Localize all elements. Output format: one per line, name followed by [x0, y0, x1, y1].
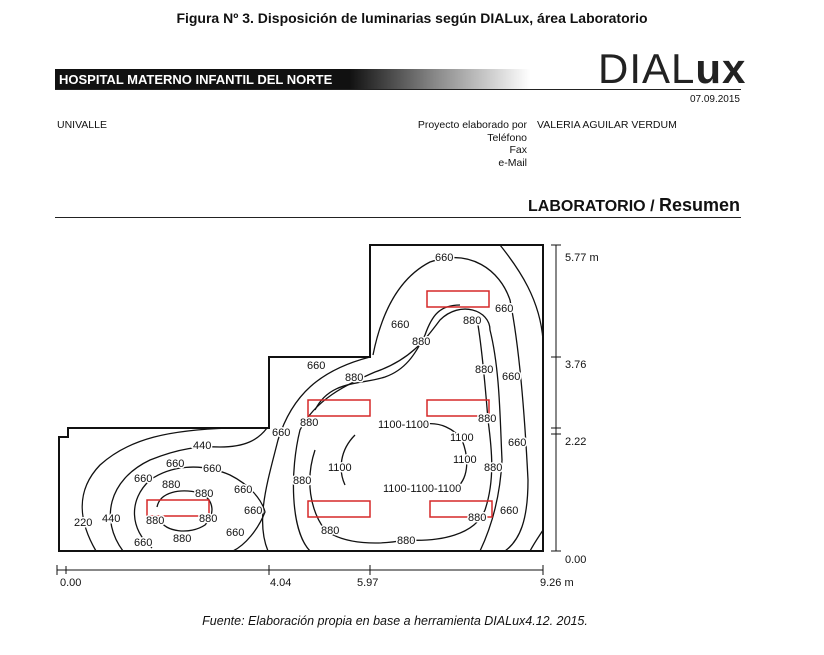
y-scale-label: 3.76 [565, 359, 586, 371]
figure-title: Figura Nº 3. Disposición de luminarias s… [176, 10, 648, 26]
room-outline [58, 244, 544, 552]
contour-label: 660 [166, 458, 184, 470]
x-scale [56, 565, 544, 575]
contour-label: 660 [495, 303, 513, 315]
project-name: HOSPITAL MATERNO INFANTIL DEL NORTE [59, 72, 333, 87]
contour-label: 660 [435, 252, 453, 264]
luminaire [426, 290, 490, 308]
contour-label: 880 [468, 512, 486, 524]
contour-label: 660 [226, 527, 244, 539]
y-scale [551, 244, 561, 552]
label-author: Proyecto elaborado por [417, 119, 527, 131]
figure-caption: Fuente: Elaboración propia en base a her… [202, 614, 588, 628]
contour-label: 660 [134, 537, 152, 549]
contour-label: 880 [478, 413, 496, 425]
room-name: LABORATORIO [528, 198, 646, 215]
header-divider [55, 89, 741, 90]
report-date: 07.09.2015 [689, 94, 740, 105]
luminaire [426, 399, 490, 417]
contour-label: 880 [162, 479, 180, 491]
contour-label: 220 [74, 517, 92, 529]
y-scale-label: 0.00 [565, 554, 586, 566]
contour-label: 1100-1100-1100 [383, 483, 461, 495]
isoline [499, 244, 544, 552]
dialux-logo: DIALux [598, 48, 746, 90]
isoline [261, 356, 371, 552]
header-bar [55, 69, 530, 89]
contour-label: 880 [300, 417, 318, 429]
luminaire [429, 500, 493, 518]
contour-label: 880 [412, 336, 430, 348]
contour-label: 880 [293, 475, 311, 487]
luminaire [307, 500, 371, 518]
x-scale-label: 9.26 m [540, 577, 574, 589]
contour-label: 660 [391, 319, 409, 331]
luminaires [146, 290, 493, 518]
contour-label: 660 [500, 505, 518, 517]
contour-label: 880 [345, 372, 363, 384]
contour-label: 440 [102, 513, 120, 525]
contour-label: 660 [244, 505, 262, 517]
luminaire [307, 399, 371, 417]
section-title: LABORATORIO / Resumen [528, 195, 740, 216]
contour-label: 660 [203, 463, 221, 475]
section-divider [55, 217, 741, 218]
isoline [292, 308, 503, 552]
contour-label: 440 [193, 440, 211, 452]
label-phone: Teléfono [487, 131, 527, 144]
logo-light: DIAL [598, 45, 696, 92]
isoline [309, 324, 493, 544]
contact-labels: Proyecto elaborado por Teléfono Fax e-Ma… [418, 119, 527, 169]
x-scale-label: 0.00 [60, 577, 81, 589]
contour-label: 1100 [450, 432, 474, 444]
luminaire [146, 499, 210, 517]
contour-label: 880 [397, 535, 415, 547]
contour-label: 1100 [328, 462, 352, 474]
isoline [81, 427, 231, 552]
isolines [81, 244, 544, 552]
isoline [340, 423, 468, 490]
organization: UNIVALLE [57, 119, 107, 131]
contour-label: 880 [199, 513, 217, 525]
contour-label: 660 [134, 473, 152, 485]
contour-label: 880 [463, 315, 481, 327]
contour-label: 880 [484, 462, 502, 474]
contour-label: 880 [195, 488, 213, 500]
label-email: e-Mail [498, 156, 527, 169]
isoline [156, 490, 213, 532]
contour-label: 660 [508, 437, 526, 449]
contour-label: 1100-1100 [378, 419, 429, 431]
contour-label: 660 [272, 427, 290, 439]
x-scale-label: 4.04 [270, 577, 291, 589]
contour-label: 880 [146, 515, 164, 527]
isoline [133, 466, 266, 552]
logo-bold: ux [695, 45, 747, 92]
separator: / [645, 198, 659, 215]
contour-label: 660 [307, 360, 325, 372]
contour-label: 880 [321, 525, 339, 537]
isoline [109, 427, 268, 552]
y-scale-label: 5.77 m [565, 252, 599, 264]
isoline [372, 257, 529, 552]
contour-label: 660 [502, 371, 520, 383]
author-name: VALERIA AGUILAR VERDUM [537, 119, 677, 131]
page-name: Resumen [658, 195, 740, 215]
label-fax: Fax [509, 144, 527, 156]
x-scale-label: 5.97 [357, 577, 378, 589]
contour-label: 1100 [453, 454, 477, 466]
isoline [314, 304, 461, 411]
y-scale-label: 2.22 [565, 436, 586, 448]
contour-label: 880 [475, 364, 493, 376]
contour-label: 660 [234, 484, 252, 496]
contour-label: 880 [173, 533, 191, 545]
